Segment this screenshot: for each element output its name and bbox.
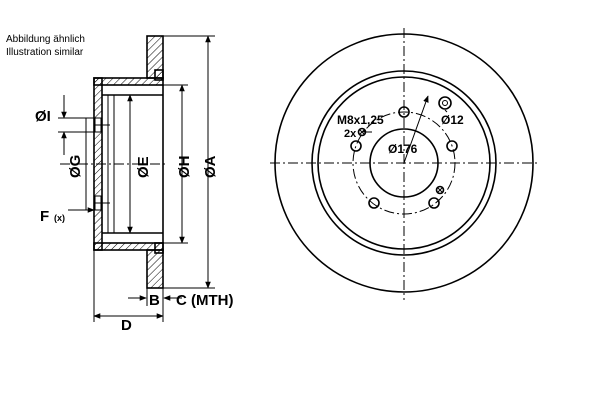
ring-step-bottom xyxy=(154,242,164,254)
pitch-circle xyxy=(352,111,456,215)
label-center-diameter: Ø176 xyxy=(388,142,418,156)
label-dim-G: ØG xyxy=(67,155,84,178)
bolt-holes xyxy=(350,106,458,209)
label-dim-D: D xyxy=(121,317,132,334)
label-thread: M8x1,25 xyxy=(337,113,384,127)
friction-ring-bottom xyxy=(146,249,164,289)
friction-inner-edge xyxy=(311,70,497,256)
reference-hole xyxy=(438,96,452,110)
label-dim-F: F xyxy=(40,208,49,225)
note-german: Abbildung ähnlich xyxy=(6,34,85,45)
threaded-holes xyxy=(357,127,445,195)
label-thread-count: 2x xyxy=(344,128,357,140)
label-dim-F-suffix: (x) xyxy=(54,213,65,223)
label-dim-C: C (MTH) xyxy=(176,292,233,309)
label-dim-A: ØA xyxy=(202,155,219,178)
center-bore xyxy=(369,128,439,198)
label-hole: Ø12 xyxy=(441,113,464,127)
label-dim-B: B xyxy=(149,292,160,309)
disc-outer-edge xyxy=(274,33,534,293)
front-view: M8x1,25 2x Ø12 Ø176 xyxy=(270,28,540,300)
label-dim-H: ØH xyxy=(176,156,193,179)
side-view: ØI ØG ØE ØH ØA F (x) B C (MTH) D xyxy=(35,35,233,334)
hat-wall-bottom xyxy=(93,242,164,251)
hat-outer-edge xyxy=(317,76,491,250)
label-dim-E: ØE xyxy=(135,156,152,178)
note-english: Illustration similar xyxy=(6,47,84,58)
label-dim-I: ØI xyxy=(35,108,51,125)
hat-wall-top xyxy=(93,77,164,86)
